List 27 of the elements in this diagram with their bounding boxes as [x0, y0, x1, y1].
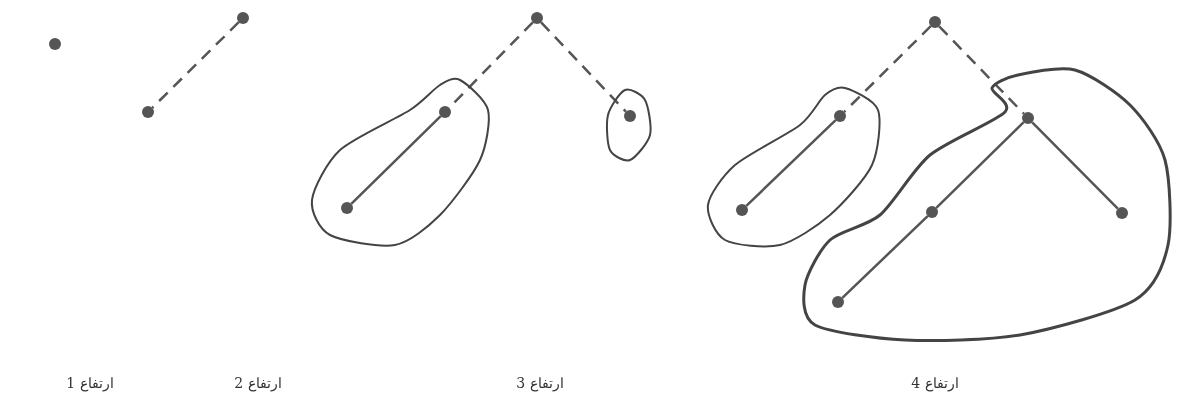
dashed-line — [151, 21, 240, 109]
height-label: ارتفاع 3 — [516, 375, 564, 391]
tree-node-dot — [926, 206, 938, 218]
tree-node-dot — [624, 110, 636, 122]
dashed-line — [938, 25, 1025, 115]
solid-line — [1031, 121, 1119, 210]
tree-node-dot — [237, 12, 249, 24]
height-label: ارتفاع 1 — [66, 375, 114, 391]
tree-node-dot — [1116, 207, 1128, 219]
tree-node-dot — [929, 16, 941, 28]
height-label: ارتفاع 4 — [911, 375, 959, 391]
tree-node-dot — [834, 110, 846, 122]
solid-line — [350, 115, 442, 205]
tree-node-dot — [49, 38, 61, 50]
tree-node-dot — [142, 106, 154, 118]
tree-node-dot — [736, 204, 748, 216]
tree-node-dot — [1022, 112, 1034, 124]
tree-node-dot — [439, 106, 451, 118]
tree-node-dot — [531, 12, 543, 24]
solid-line — [935, 121, 1025, 209]
dashed-line — [843, 25, 932, 113]
height-label: ارتفاع 2 — [234, 375, 282, 391]
solid-line — [841, 215, 929, 299]
dashed-line — [540, 21, 627, 113]
tree-node-dot — [832, 296, 844, 308]
tree-node-dot — [341, 202, 353, 214]
solid-line — [745, 119, 837, 207]
